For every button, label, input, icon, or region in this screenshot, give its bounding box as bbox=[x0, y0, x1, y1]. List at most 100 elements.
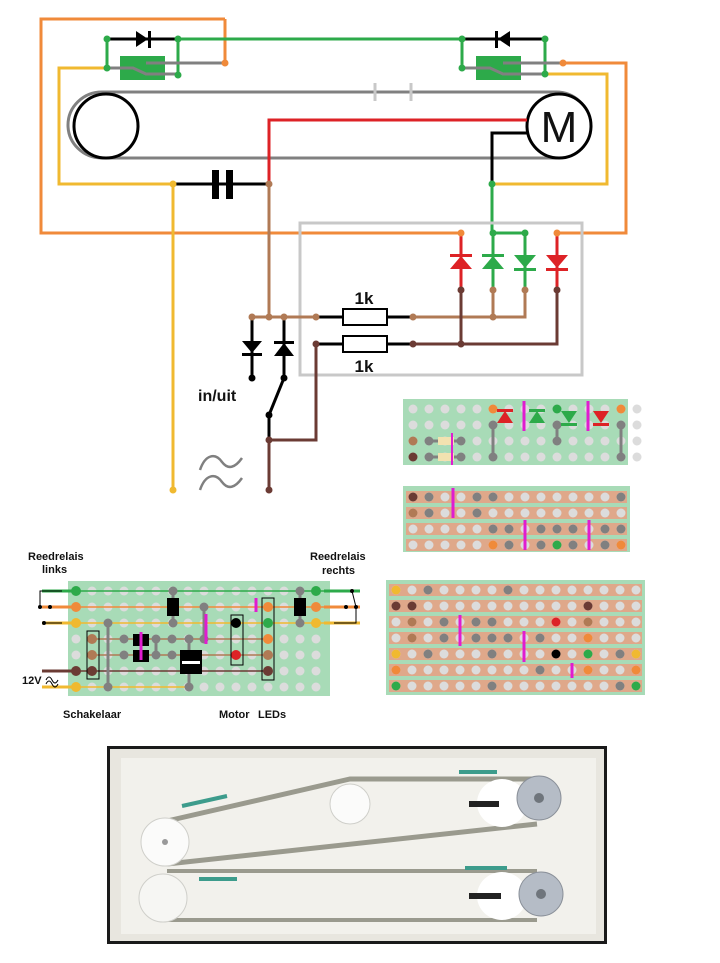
wire-node bbox=[221, 59, 229, 67]
board-pad bbox=[87, 634, 97, 644]
board-hole bbox=[519, 617, 529, 627]
board-pad bbox=[471, 633, 481, 643]
capacitor-plate-left bbox=[212, 170, 219, 199]
board-hole bbox=[295, 650, 305, 660]
resistor-body bbox=[438, 453, 454, 461]
reed-right-label-line1: Reedrelais bbox=[310, 551, 366, 563]
board-hole bbox=[584, 508, 594, 518]
board-hole bbox=[456, 492, 466, 502]
board-hole bbox=[247, 682, 257, 692]
schematic: M 1k bbox=[39, 17, 628, 494]
board-pad bbox=[167, 650, 177, 660]
board-hole bbox=[631, 585, 641, 595]
board-pad bbox=[407, 633, 417, 643]
board-hole bbox=[568, 452, 578, 462]
board-hole bbox=[487, 585, 497, 595]
board-pad bbox=[583, 649, 593, 659]
board-pad bbox=[263, 650, 273, 660]
board-hole bbox=[472, 404, 482, 414]
wire-node bbox=[488, 180, 496, 188]
belt-outline bbox=[66, 90, 592, 160]
board-pad bbox=[167, 634, 177, 644]
board-hole bbox=[471, 665, 481, 675]
board-pad bbox=[71, 666, 81, 676]
reed-contact bbox=[354, 605, 358, 609]
board-hole bbox=[567, 601, 577, 611]
board-pad bbox=[391, 665, 401, 675]
board-pad bbox=[263, 634, 273, 644]
board-pad bbox=[487, 681, 497, 691]
board-pad bbox=[488, 452, 498, 462]
board-hole bbox=[504, 436, 514, 446]
wire-node bbox=[280, 313, 288, 321]
board-hole bbox=[215, 682, 225, 692]
connector-outline bbox=[261, 597, 275, 681]
resistor-body bbox=[438, 437, 454, 445]
board-pad bbox=[504, 524, 514, 534]
board-hole bbox=[632, 420, 642, 430]
board-pad bbox=[231, 618, 241, 628]
board-hole bbox=[599, 649, 609, 659]
mechanism-photo bbox=[107, 746, 607, 944]
switch-lever[interactable] bbox=[267, 377, 286, 416]
wire-node bbox=[489, 313, 497, 321]
board-hole bbox=[440, 420, 450, 430]
board-hole bbox=[295, 682, 305, 692]
reed-left-wire bbox=[39, 590, 62, 608]
wire-node bbox=[541, 35, 549, 43]
board-hole bbox=[456, 508, 466, 518]
board-pad bbox=[472, 492, 482, 502]
board-hole bbox=[279, 634, 289, 644]
board-hole bbox=[503, 681, 513, 691]
wire-node bbox=[169, 180, 177, 188]
board-hole bbox=[471, 601, 481, 611]
board-hole bbox=[632, 452, 642, 462]
board-hole bbox=[583, 585, 593, 595]
board-hole bbox=[519, 665, 529, 675]
led-green-up-icon bbox=[482, 254, 504, 269]
board-pad bbox=[583, 633, 593, 643]
resistor-top bbox=[342, 308, 388, 326]
board-hole bbox=[551, 665, 561, 675]
board-hole bbox=[424, 524, 434, 534]
wire-node bbox=[312, 313, 320, 321]
board-pad bbox=[103, 682, 113, 692]
board-hole bbox=[391, 633, 401, 643]
led-board-strips bbox=[403, 486, 630, 552]
wire-node bbox=[265, 411, 273, 419]
board-hole bbox=[600, 436, 610, 446]
wire-orange-right bbox=[556, 61, 628, 235]
board-pad bbox=[408, 436, 418, 446]
wire-black-motor bbox=[490, 131, 527, 184]
wire-node bbox=[265, 486, 273, 494]
wire-node bbox=[280, 374, 288, 382]
board-hole bbox=[567, 617, 577, 627]
board-pad bbox=[263, 602, 273, 612]
reed-right-contact bbox=[462, 66, 545, 76]
board-hole bbox=[279, 666, 289, 676]
board-hole bbox=[616, 508, 626, 518]
reed-contact bbox=[42, 621, 46, 625]
board-hole bbox=[536, 452, 546, 462]
board-pad bbox=[488, 540, 498, 550]
component-body bbox=[294, 598, 306, 616]
board-hole bbox=[263, 682, 273, 692]
belt-upper-top bbox=[166, 776, 537, 824]
board-pad bbox=[631, 649, 641, 659]
board-pad bbox=[424, 452, 434, 462]
led-red-down-icon bbox=[546, 255, 568, 271]
wire-node bbox=[458, 35, 466, 43]
board-pad bbox=[263, 618, 273, 628]
board-hole bbox=[456, 420, 466, 430]
board-pad bbox=[583, 617, 593, 627]
board-hole bbox=[584, 436, 594, 446]
board-pad bbox=[311, 586, 321, 596]
board-hole bbox=[311, 634, 321, 644]
component-body bbox=[167, 598, 179, 616]
wire-node bbox=[553, 286, 561, 294]
board-pad bbox=[631, 665, 641, 675]
board-hole bbox=[567, 633, 577, 643]
board-pad bbox=[551, 617, 561, 627]
board-hole bbox=[503, 601, 513, 611]
board-pad bbox=[87, 650, 97, 660]
